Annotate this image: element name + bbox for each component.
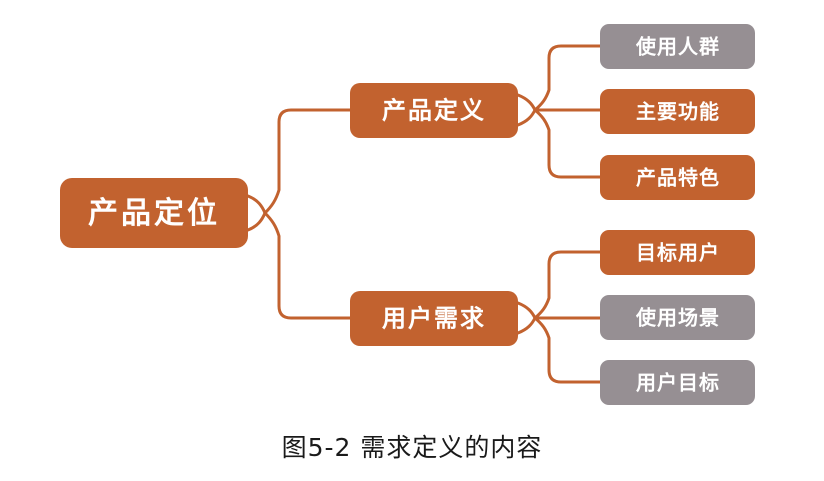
node-leaf-1-3-label: 产品特色 <box>636 165 720 189</box>
connector-group-branch-1 <box>516 44 602 179</box>
connector-branch-1-stem <box>516 93 537 127</box>
connector-branch-1-to-child-1 <box>533 44 602 112</box>
node-leaf-目标用户[interactable]: 目标用户 <box>600 230 755 275</box>
connector-branch-2-to-child-1 <box>533 250 602 320</box>
node-root-产品定位[interactable]: 产品定位 <box>60 178 248 248</box>
node-leaf-使用人群[interactable]: 使用人群 <box>600 24 755 69</box>
connector-branch-1-to-child-3 <box>533 108 602 179</box>
node-root-label: 产品定位 <box>88 196 220 230</box>
node-branch-2-box[interactable] <box>350 291 518 346</box>
node-leaf-1-2-box[interactable] <box>600 89 755 134</box>
node-leaf-1-2-label: 主要功能 <box>636 99 720 123</box>
connector-branch-2-to-child-3 <box>533 316 602 384</box>
connector-root-to-branch-1 <box>263 108 352 215</box>
figure-caption: 图5-2 需求定义的内容 <box>281 433 543 462</box>
node-root-box[interactable] <box>60 178 248 248</box>
node-leaf-2-2-label: 使用场景 <box>635 305 720 329</box>
node-leaf-2-2-box[interactable] <box>600 295 755 340</box>
node-leaf-产品特色[interactable]: 产品特色 <box>600 155 755 200</box>
connector-root-stem <box>246 194 267 232</box>
node-leaf-1-1-box[interactable] <box>600 24 755 69</box>
node-leaf-1-3-box[interactable] <box>600 155 755 200</box>
node-leaf-主要功能[interactable]: 主要功能 <box>600 89 755 134</box>
node-leaf-2-3-label: 用户目标 <box>636 370 720 394</box>
node-leaf-2-3-box[interactable] <box>600 360 755 405</box>
node-branch-1-box[interactable] <box>350 83 518 138</box>
connector-root-to-branch-2 <box>263 211 352 320</box>
connector-branch-2-stem <box>516 301 537 335</box>
node-branch-1-label: 产品定义 <box>382 96 486 124</box>
connector-group-branch-2 <box>516 250 602 384</box>
node-leaf-1-1-label: 使用人群 <box>635 34 720 58</box>
node-branch-用户需求[interactable]: 用户需求 <box>350 291 518 346</box>
node-leaf-用户目标[interactable]: 用户目标 <box>600 360 755 405</box>
diagram-canvas: 产品定位 产品定义 用户需求 使用人群 主要功能 产品特色 目标用户 <box>60 24 755 405</box>
node-branch-2-label: 用户需求 <box>382 304 486 332</box>
connector-group-root <box>246 108 352 320</box>
node-leaf-2-1-label: 目标用户 <box>636 240 720 264</box>
node-leaf-2-1-box[interactable] <box>600 230 755 275</box>
node-leaf-使用场景[interactable]: 使用场景 <box>600 295 755 340</box>
node-branch-产品定义[interactable]: 产品定义 <box>350 83 518 138</box>
